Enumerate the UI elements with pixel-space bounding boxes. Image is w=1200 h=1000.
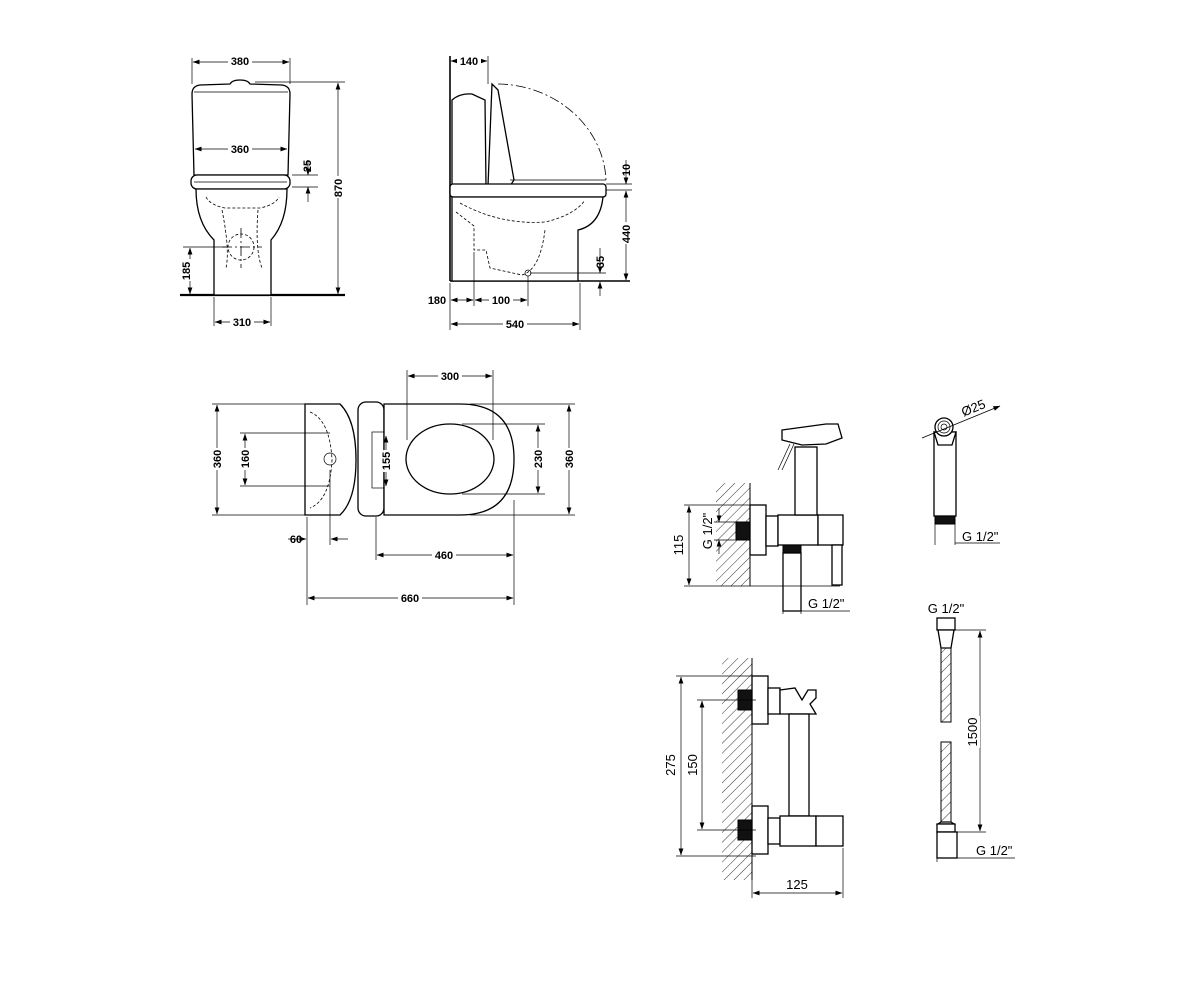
tank-shape	[191, 79, 291, 176]
mixer-body	[777, 514, 819, 546]
dim-gap-25: 25	[302, 160, 314, 172]
dim-width-380: 380	[231, 56, 249, 68]
dim-seat-10: 10	[621, 164, 633, 176]
side-tank	[451, 93, 487, 187]
dim-outlet-185: 185	[181, 262, 193, 280]
dim-tank-160: 160	[240, 450, 252, 468]
dim-tank-60: 60	[290, 534, 302, 546]
lid-swing-arc	[497, 83, 607, 181]
dim-lid-155: 155	[381, 452, 393, 470]
dim-spacing-150: 150	[685, 754, 700, 776]
raised-lid	[487, 82, 515, 187]
shower-head-detail: G 1/2" Ø25	[921, 396, 1001, 545]
dim-bowl-460: 460	[435, 550, 453, 562]
mixer-side-view: G 1/2" 115 G 1/2"	[671, 423, 850, 614]
toilet-side-view: 140 10 440 35 180 100 540	[425, 55, 633, 331]
side-seat	[449, 183, 607, 198]
toilet-front-view: 380 360 25 870 185 310	[180, 55, 345, 329]
holder-bracket	[779, 687, 818, 715]
dim-width-right-360: 360	[564, 450, 576, 468]
bottom-valve	[779, 815, 817, 847]
dim-depth-125: 125	[786, 877, 808, 892]
dim-outlet-35: 35	[595, 256, 607, 268]
dim-base-310: 310	[233, 317, 251, 329]
thread-label-outlet: G 1/2"	[808, 596, 845, 611]
seat-opening	[405, 423, 495, 495]
thread-label-hose-top: G 1/2"	[928, 601, 965, 616]
thread-label-head: G 1/2"	[962, 529, 999, 544]
hose-detail: G 1/2" 1500 G 1/2"	[928, 601, 1015, 862]
side-bowl	[451, 196, 604, 282]
mount-block	[749, 504, 767, 556]
dim-diameter-25: Ø25	[959, 396, 987, 419]
dim-inlet-100: 100	[492, 295, 510, 307]
mixer-front-view: 275 150 125	[663, 658, 844, 898]
vertical-pipe	[788, 713, 810, 817]
mixer-handle	[817, 514, 844, 546]
hose-segment-upper	[940, 647, 952, 723]
dim-depth-540: 540	[506, 319, 524, 331]
dim-length-660: 660	[401, 593, 419, 605]
thread-label-inlet: G 1/2"	[700, 512, 715, 549]
bowl-shape	[195, 188, 288, 296]
dim-wall-180: 180	[428, 295, 446, 307]
shower-head-side	[781, 423, 843, 446]
pipe-thread-dark	[735, 521, 751, 541]
hose-bottom-nut	[936, 831, 958, 859]
shower-handle	[794, 446, 818, 516]
dim-height-870: 870	[333, 179, 345, 197]
thread-label-hose-bottom: G 1/2"	[976, 843, 1013, 858]
hose-top-nut	[936, 617, 956, 631]
dim-mixer-115: 115	[671, 535, 686, 556]
toilet-top-view: 300 360 160 155 230 360 60	[211, 370, 576, 605]
dim-tank-140: 140	[460, 56, 478, 68]
dim-width-360: 360	[231, 144, 249, 156]
dim-hose-1500: 1500	[965, 718, 980, 747]
hose-segment-lower	[940, 741, 952, 823]
dim-opening-230: 230	[533, 450, 545, 468]
top-tank	[304, 403, 357, 516]
shower-nozzle	[934, 417, 954, 437]
dim-height-440: 440	[621, 225, 633, 243]
dim-width-left-360: 360	[212, 450, 224, 468]
dim-mixer-275: 275	[663, 754, 678, 776]
dim-seat-300: 300	[441, 371, 459, 383]
